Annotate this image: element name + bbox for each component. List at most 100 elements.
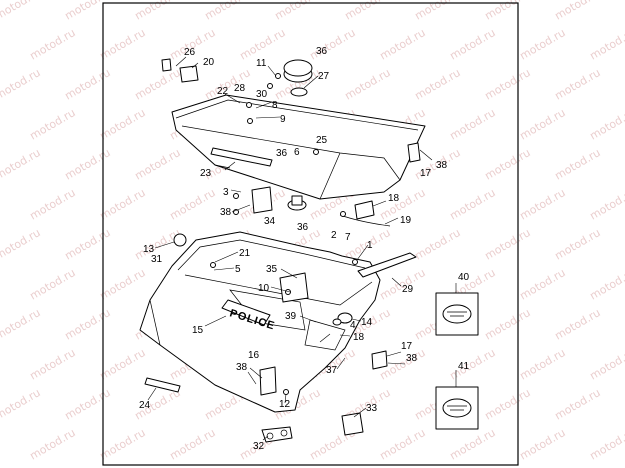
watermark-text: motod.ru: [98, 106, 148, 142]
callout-1: 1: [367, 240, 373, 251]
callout-36-mid: 36: [276, 148, 288, 159]
watermark-text: motod.ru: [0, 146, 43, 182]
watermark-text: motod.ru: [483, 146, 533, 182]
callout-36-top: 36: [316, 46, 328, 57]
callout-12: 12: [279, 399, 291, 410]
gasket: [290, 87, 308, 97]
watermark-text: motod.ru: [518, 426, 568, 462]
watermark-text: motod.ru: [168, 186, 218, 222]
callout-5: 5: [235, 264, 241, 275]
watermark-text: motod.ru: [518, 346, 568, 382]
callout-17-upper: 17: [420, 168, 432, 179]
watermark-text: motod.ru: [413, 66, 463, 102]
watermark-text: motod.ru: [378, 26, 428, 62]
callout-19: 19: [400, 215, 412, 226]
callout-22: 22: [217, 86, 229, 97]
callout-23: 23: [200, 168, 212, 179]
callout-10: 10: [258, 283, 270, 294]
watermark-text: motod.ru: [98, 426, 148, 462]
callout-36-low: 36: [297, 222, 309, 233]
callout-31: 31: [151, 254, 163, 265]
watermark-text: motod.ru: [413, 226, 463, 262]
watermark-text: motod.ru: [588, 186, 625, 222]
clip: [161, 58, 172, 72]
watermark-text: motod.ru: [28, 426, 78, 462]
trunk-lid: [171, 94, 426, 200]
callout-37: 37: [326, 365, 338, 376]
callout-24: 24: [139, 400, 151, 411]
callout-30: 30: [256, 89, 268, 100]
release-knob: [332, 312, 353, 326]
watermark-text: motod.ru: [553, 386, 603, 422]
watermark-text: motod.ru: [483, 226, 533, 262]
callout-40: 40: [458, 272, 470, 283]
callout-2: 2: [331, 230, 337, 241]
watermark-text: motod.ru: [63, 146, 113, 182]
latch-bar: [357, 252, 417, 278]
watermark-text: motod.ru: [448, 26, 498, 62]
callout-35: 35: [266, 264, 278, 275]
watermark-text: motod.ru: [588, 346, 625, 382]
watermark-text: motod.ru: [0, 66, 43, 102]
callout-7: 7: [345, 232, 351, 243]
callout-41: 41: [458, 361, 470, 372]
watermark-text: motod.ru: [63, 66, 113, 102]
watermark-text: motod.ru: [0, 306, 43, 342]
callout-13: 13: [143, 244, 155, 255]
watermark-text: motod.ru: [343, 66, 393, 102]
mount-bracket: [251, 186, 273, 214]
watermark-text: motod.ru: [518, 26, 568, 62]
lock-cylinder: [173, 233, 187, 247]
callout-9: 9: [280, 114, 286, 125]
cap: [283, 59, 313, 83]
watermark-text: motod.ru: [0, 226, 43, 262]
watermark-text: motod.ru: [0, 386, 43, 422]
callout-16: 16: [248, 350, 260, 361]
watermark-text: motod.ru: [63, 386, 113, 422]
callout-26: 26: [184, 47, 196, 58]
watermark-text: motod.ru: [28, 346, 78, 382]
callout-33: 33: [366, 403, 378, 414]
watermark-text: motod.ru: [553, 146, 603, 182]
watermark-text: motod.ru: [518, 186, 568, 222]
medallion-badge-41: [435, 386, 479, 430]
hinge: [261, 426, 293, 443]
watermark-text: motod.ru: [28, 266, 78, 302]
bumper: [287, 195, 307, 211]
callout-4: 4: [350, 320, 356, 331]
stiffener-plate: [279, 272, 309, 303]
callout-8: 8: [272, 100, 278, 111]
watermark-text: motod.ru: [98, 266, 148, 302]
watermark-text: motod.ru: [98, 26, 148, 62]
watermark-text: motod.ru: [588, 26, 625, 62]
watermark-text: motod.ru: [553, 66, 603, 102]
watermark-text: motod.ru: [0, 0, 43, 23]
watermark-text: motod.ru: [28, 186, 78, 222]
medallion-badge-40: [435, 292, 479, 336]
watermark-text: motod.ru: [483, 386, 533, 422]
callout-29: 29: [402, 284, 414, 295]
callout-17-lower: 17: [401, 341, 413, 352]
watermark-text: motod.ru: [553, 306, 603, 342]
rubber-pad: [144, 377, 181, 393]
watermark-text: motod.ru: [588, 266, 625, 302]
callout-21: 21: [239, 248, 251, 259]
callout-18-upper: 18: [388, 193, 400, 204]
leader-lines: [147, 56, 457, 441]
watermark-text: motod.ru: [518, 266, 568, 302]
watermark-text: motod.ru: [133, 146, 183, 182]
watermark-text: motod.ru: [588, 106, 625, 142]
callout-38-left: 38: [220, 207, 232, 218]
watermark-text: motod.ru: [448, 426, 498, 462]
watermark-text: motod.ru: [483, 306, 533, 342]
fasteners: [210, 73, 358, 395]
callout-labels: 26 20 11 36 27 22 28 30 8 9 25 36 6 38 1…: [139, 46, 470, 452]
watermark-text: motod.ru: [623, 0, 625, 23]
watermark-text: motod.ru: [518, 106, 568, 142]
callout-14: 14: [361, 317, 373, 328]
callout-38-lower-left: 38: [236, 362, 248, 373]
watermark-text: motod.ru: [28, 106, 78, 142]
watermark-text: motod.ru: [553, 226, 603, 262]
watermark-text: motod.ru: [63, 226, 113, 262]
